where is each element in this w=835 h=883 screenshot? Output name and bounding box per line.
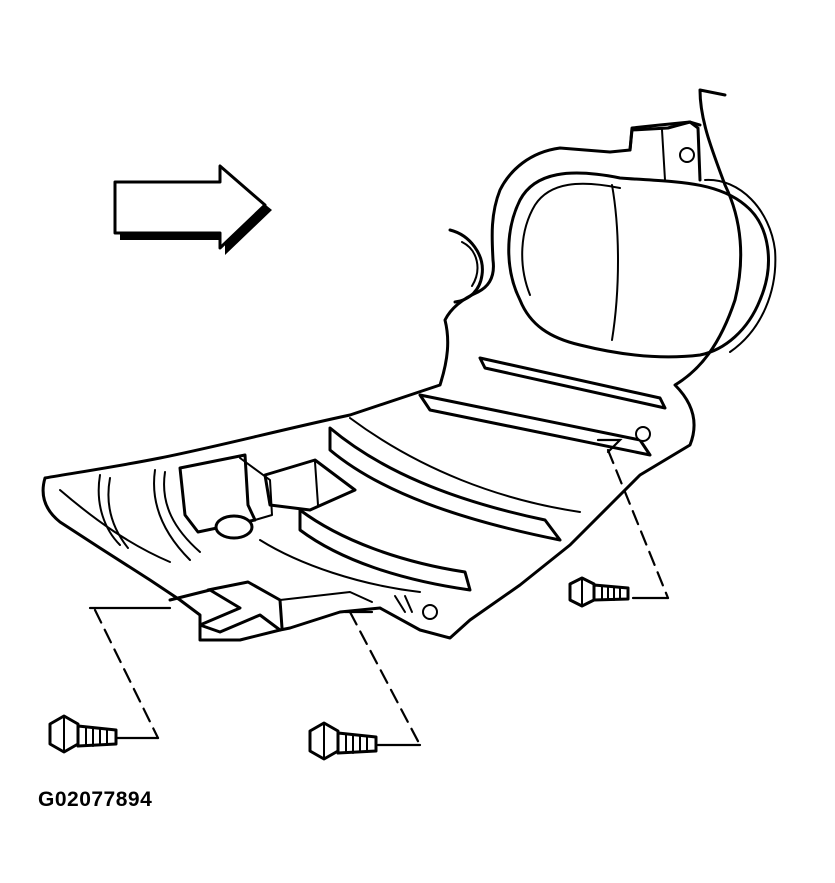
bolt-icon [308,721,378,761]
leader-lines [88,438,670,747]
bolt-icon [568,576,630,608]
figure-id-label: G02077894 [38,788,153,811]
splash-shield [41,88,777,642]
direction-arrow-icon [113,164,272,255]
bolt-icon [48,714,118,754]
